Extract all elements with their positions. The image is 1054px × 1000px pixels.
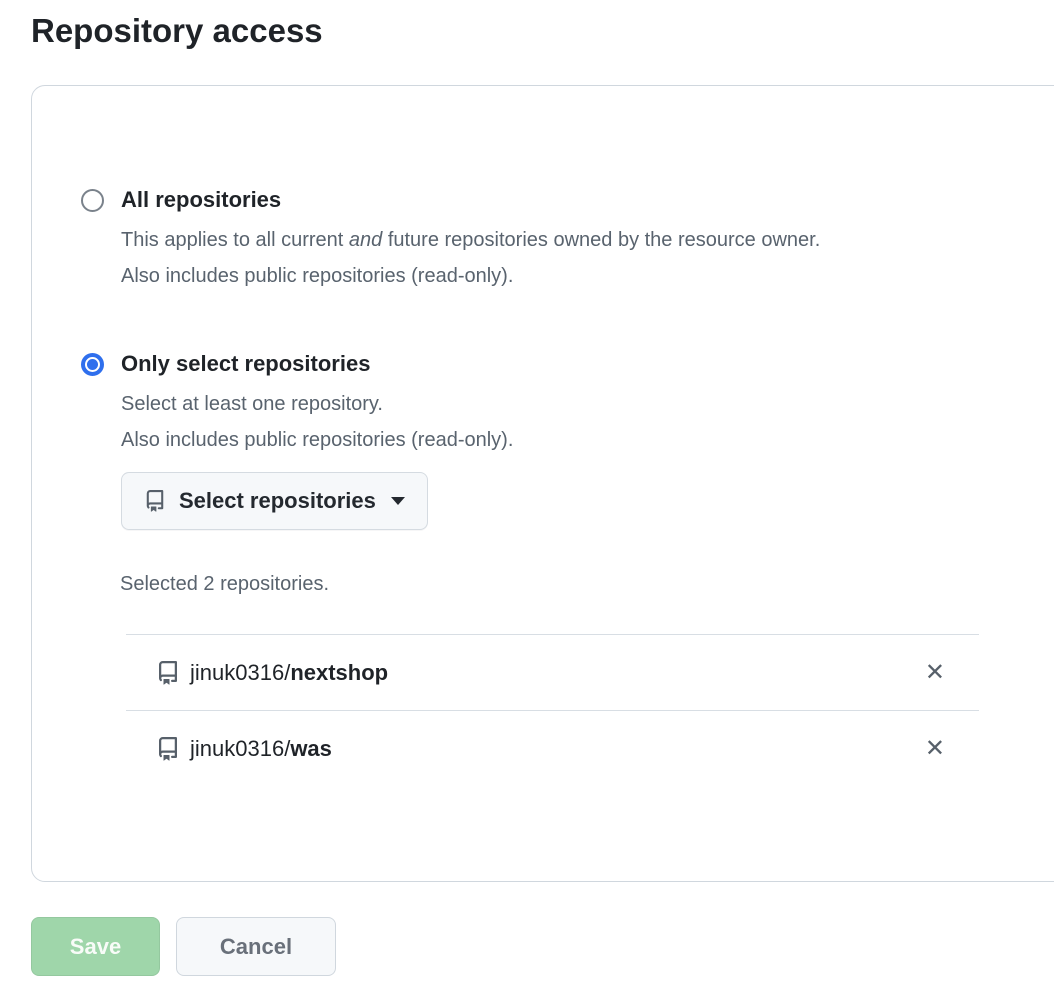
repository-access-card: All repositories This applies to all cur… [31,85,1054,882]
option-all-desc-line1-pre: This applies to all current [121,229,349,251]
repo-owner: jinuk0316/ [190,735,291,761]
repo-owner: jinuk0316/ [190,659,291,685]
option-all-repositories: All repositories This applies to all cur… [81,186,1054,294]
save-button[interactable]: Save [31,917,160,976]
chevron-down-icon [390,497,405,505]
option-all-body: All repositories This applies to all cur… [121,186,820,294]
option-only-select-repositories: Only select repositories Select at least… [81,350,1054,530]
repo-row: jinuk0316/was ✕ [126,711,979,786]
option-all-desc-line2: Also includes public repositories (read-… [121,265,514,287]
option-only-select-description: Select at least one repository. Also inc… [121,386,513,458]
close-icon: ✕ [924,658,945,686]
remove-repo-button[interactable]: ✕ [919,657,951,689]
remove-repo-button[interactable]: ✕ [919,733,951,765]
radio-all-repositories[interactable] [81,189,104,212]
selection-summary: Selected 2 repositories. [120,573,330,595]
repo-row: jinuk0316/nextshop ✕ [126,635,979,711]
repo-name: was [290,735,332,761]
radio-only-select-repositories[interactable] [81,353,104,376]
repo-icon [159,736,177,761]
option-only-select-desc-line1: Select at least one repository. [121,393,383,415]
select-repositories-button-label: Select repositories [179,488,376,513]
page-title: Repository access [31,12,323,49]
cancel-button[interactable]: Cancel [176,917,336,976]
repo-name: nextshop [290,659,389,685]
form-actions: Save Cancel [31,917,1054,976]
option-only-select-label: Only select repositories [121,351,371,376]
option-only-select-desc-line2: Also includes public repositories (read-… [121,429,514,451]
selected-repo-list: jinuk0316/nextshop ✕ jinuk0316/was ✕ [126,634,979,786]
option-all-desc-line1-italic: and [348,229,383,251]
option-only-select-body: Only select repositories Select at least… [121,350,513,530]
repo-icon [159,660,177,685]
repo-icon [146,490,164,512]
option-all-label: All repositories [121,187,282,212]
repo-full-name: jinuk0316/nextshop [190,660,388,686]
select-repositories-button[interactable]: Select repositories [121,472,428,530]
option-all-description: This applies to all current and future r… [121,222,820,294]
close-icon: ✕ [924,734,945,762]
option-all-desc-line1-post: future repositories owned by the resourc… [382,229,821,251]
repo-full-name: jinuk0316/was [190,736,332,762]
